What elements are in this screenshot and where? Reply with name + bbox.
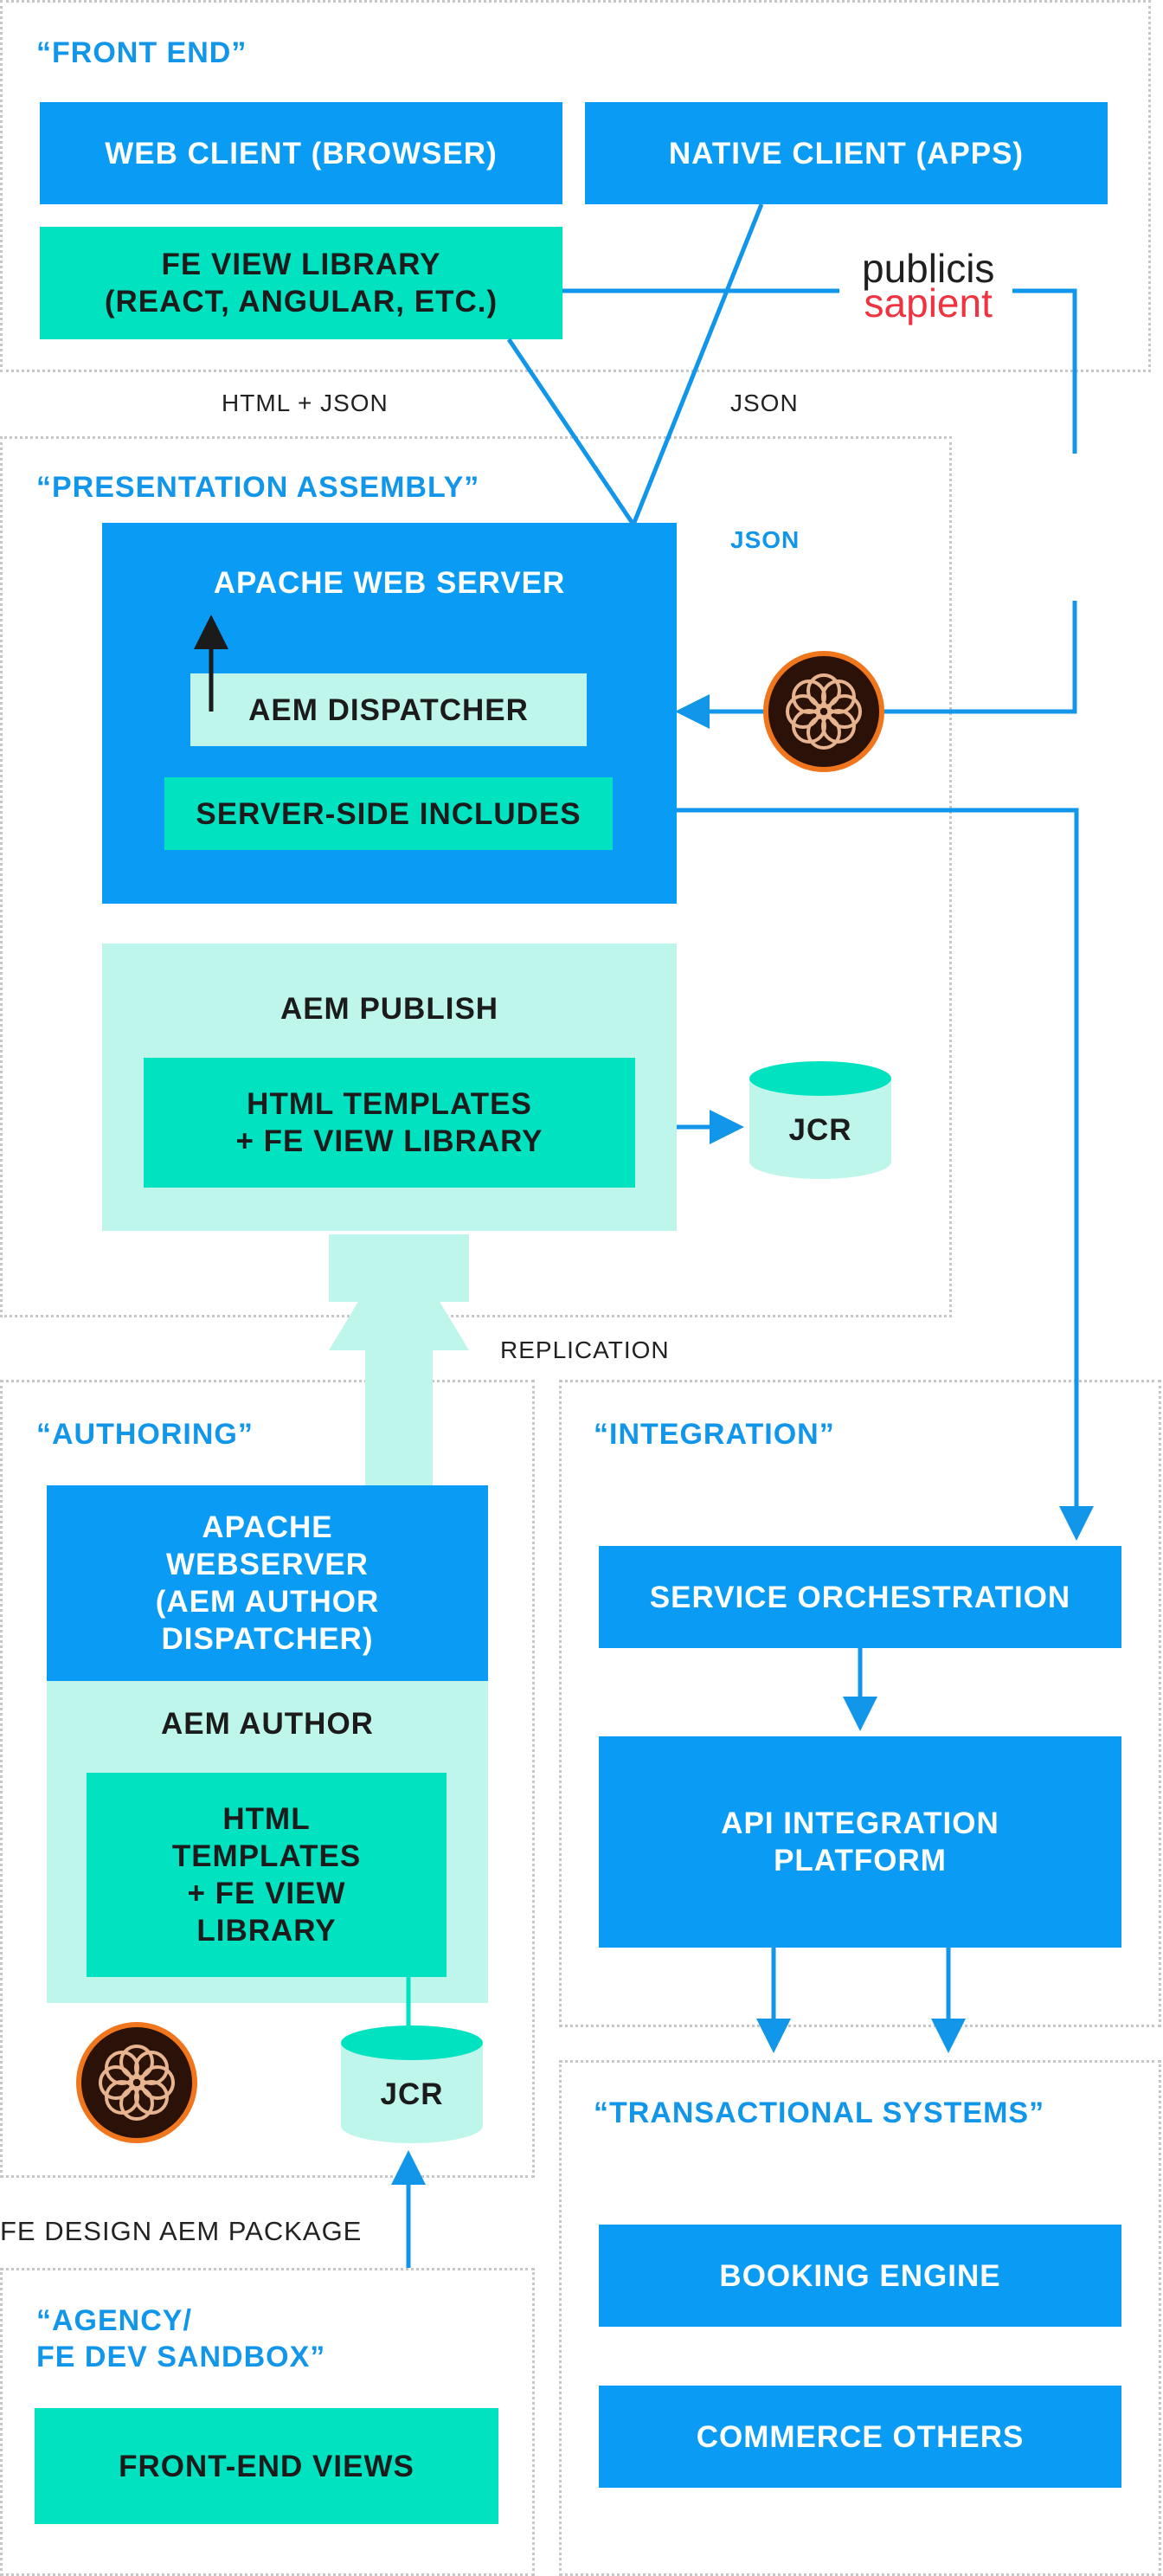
authoring-zone-title: “AUTHORING” — [36, 1418, 254, 1451]
author-jcr-label: JCR — [380, 2077, 444, 2111]
agency-sandbox-zone-title: “AGENCY/ FE DEV SANDBOX” — [36, 2304, 326, 2373]
aem-icon — [763, 651, 884, 772]
authoring-zone — [0, 1380, 535, 2178]
html-json-label: HTML + JSON — [222, 390, 389, 416]
aem-dispatcher-box: AEM DISPATCHER — [190, 673, 587, 746]
web-client-box: WEB CLIENT (BROWSER) — [40, 102, 562, 204]
front-end-zone — [0, 0, 1151, 372]
presentation-assembly-zone-title: “PRESENTATION ASSEMBLY” — [36, 471, 480, 504]
aem-publish-label: AEM PUBLISH — [280, 992, 499, 1026]
transactional-systems-zone-title: “TRANSACTIONAL SYSTEMS” — [594, 2096, 1045, 2129]
ssi-to-service-orchestration-line — [677, 808, 1094, 1541]
aem-author-label: AEM AUTHOR — [161, 1707, 374, 1741]
transactional-systems-zone — [559, 2060, 1161, 2576]
service-orchestration-box: SERVICE ORCHESTRATION — [599, 1546, 1121, 1648]
json-top-label: JSON — [730, 390, 799, 416]
logo-line1: publicis — [862, 246, 995, 291]
commerce-others-box: COMMERCE OTHERS — [599, 2386, 1121, 2488]
booking-engine-box: BOOKING ENGINE — [599, 2225, 1121, 2327]
json-inner-label: JSON — [730, 526, 800, 553]
publicis-sapient-logo: publicis sapient — [862, 246, 995, 325]
fe-library-to-apache-line — [506, 338, 636, 526]
publish-jcr-label: JCR — [788, 1113, 852, 1147]
author-html-templates-box: HTML TEMPLATES + FE VIEW LIBRARY — [87, 1773, 447, 1977]
native-client-box: NATIVE CLIENT (APPS) — [585, 102, 1108, 204]
integration-zone-title: “INTEGRATION” — [594, 1418, 835, 1451]
author-jcr-cylinder — [341, 2025, 483, 2143]
replication-label: REPLICATION — [500, 1336, 670, 1363]
publish-html-templates-box: HTML TEMPLATES + FE VIEW LIBRARY — [144, 1058, 635, 1188]
api-integration-platform-box: API INTEGRATION PLATFORM — [599, 1736, 1121, 1948]
agency-sandbox-zone — [0, 2268, 535, 2576]
server-side-includes-box: SERVER-SIDE INCLUDES — [164, 777, 613, 850]
native-client-to-apache-line — [631, 203, 764, 525]
presentation-assembly-zone — [0, 436, 952, 1317]
author-apache-webserver-box: APACHE WEBSERVER (AEM AUTHOR DISPATCHER) — [47, 1485, 488, 1681]
front-end-zone-title: “FRONT END” — [36, 36, 247, 69]
aem-author-icon — [76, 2022, 197, 2143]
apache-web-server-label: APACHE WEB SERVER — [213, 566, 566, 600]
fe-design-package-label: FE DESIGN AEM PACKAGE — [0, 2216, 363, 2246]
front-end-views-box: FRONT-END VIEWS — [35, 2408, 498, 2524]
fe-view-library-box: FE VIEW LIBRARY (REACT, ANGULAR, ETC.) — [40, 227, 562, 339]
integration-zone — [559, 1380, 1161, 2027]
logo-line2: sapient — [864, 280, 993, 325]
publish-jcr-cylinder — [749, 1061, 891, 1179]
